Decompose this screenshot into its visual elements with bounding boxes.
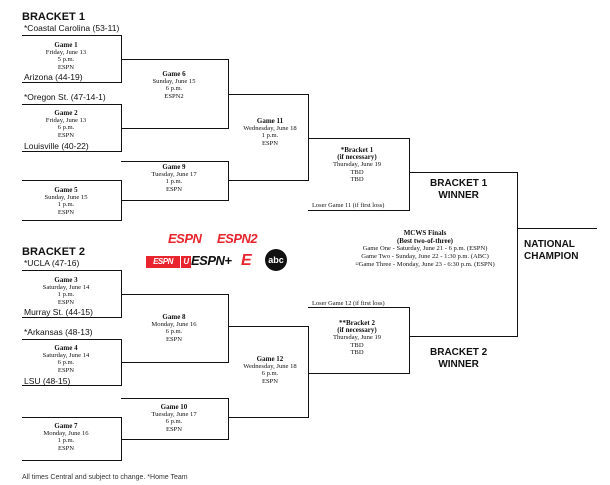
bracket1-heading: BRACKET 1 (22, 11, 85, 23)
espn-logo: ESPN (168, 231, 202, 246)
team-oregon-state: *Oregon St. (47-14-1) (24, 92, 106, 102)
team-arkansas: *Arkansas (48-13) (24, 327, 93, 337)
team-louisville: Louisville (40-22) (24, 141, 89, 151)
espnu-u-icon: U (181, 256, 191, 268)
espn2-logo: ESPN2 (217, 231, 258, 246)
team-ucla: *UCLA (47-16) (24, 258, 80, 268)
sec-network-e-logo: E (241, 252, 252, 269)
team-arizona: Arizona (44-19) (24, 72, 83, 82)
footer-note: All times Central and subject to change.… (22, 474, 188, 481)
abc-logo: abc (265, 249, 287, 271)
espn-plus-logo: ESPN+ (191, 253, 232, 268)
bracket2-if-necessary: **Bracket 2(if necessary)Thursday, June … (332, 319, 382, 356)
loser-game-11-note: Loser Game 11 (if first loss) (312, 202, 385, 209)
team-murray-state: Murray St. (44-15) (24, 307, 93, 317)
espnu-logo: ESPN (146, 256, 180, 268)
bracket2-heading: BRACKET 2 (22, 246, 85, 258)
team-coastal-carolina: *Coastal Carolina (53-11) (24, 23, 120, 33)
loser-game-12-note: Loser Game 12 (if first loss) (312, 300, 385, 307)
team-lsu: LSU (48-15) (24, 376, 71, 386)
mcws-finals: MCWS Finals (Best two-of-three) Game One… (355, 229, 495, 268)
bracket1-if-necessary: *Bracket 1(if necessary)Thursday, June 1… (332, 146, 382, 183)
